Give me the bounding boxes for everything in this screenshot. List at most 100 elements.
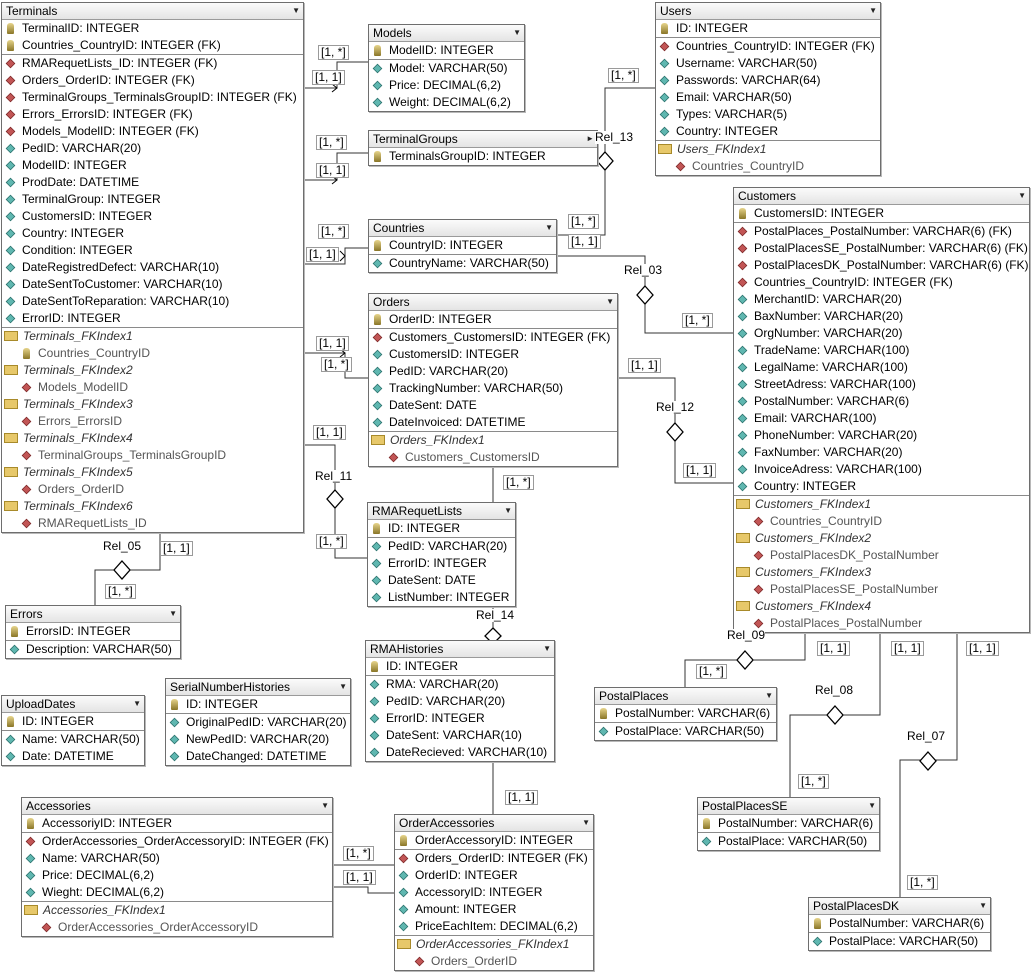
column-row[interactable]: Orders_OrderID: INTEGER (FK) [395,850,593,867]
column-row[interactable]: ID: INTEGER [656,20,880,37]
column-row[interactable]: Errors_ErrorsID: INTEGER (FK) [2,106,303,123]
index-row[interactable]: Accessories_FKIndex1 [22,902,332,919]
column-row[interactable]: Country: INTEGER [734,478,1029,495]
dropdown-arrow-icon[interactable]: ▼ [292,6,300,15]
column-row[interactable]: FaxNumber: VARCHAR(20) [734,444,1029,461]
column-row[interactable]: RMA: VARCHAR(20) [366,676,554,693]
column-row[interactable]: TrackingNumber: VARCHAR(50) [369,380,617,397]
table-terminalgroups[interactable]: TerminalGroups►TerminalsGroupID: INTEGER [368,130,598,166]
column-row[interactable]: DateChanged: DATETIME [166,748,350,765]
table-header[interactable]: Terminals▼ [2,3,303,20]
index-row[interactable]: Customers_FKIndex1 [734,496,1029,513]
column-row[interactable]: PedID: VARCHAR(20) [368,538,515,555]
column-row[interactable]: Model: VARCHAR(50) [369,60,524,77]
column-row[interactable]: PostalNumber: VARCHAR(6) [809,915,990,932]
column-row[interactable]: RMARequetLists_ID: INTEGER (FK) [2,55,303,72]
column-row[interactable]: StreetAdress: VARCHAR(100) [734,376,1029,393]
column-row[interactable]: ModelID: INTEGER [2,157,303,174]
column-row[interactable]: Name: VARCHAR(50) [22,850,332,867]
column-row[interactable]: ID: INTEGER [2,713,144,730]
column-row[interactable]: Countries_CountryID: INTEGER (FK) [2,37,303,54]
table-header[interactable]: PostalPlaces▼ [595,688,776,705]
table-header[interactable]: UploadDates▼ [2,696,144,713]
column-row[interactable]: TradeName: VARCHAR(100) [734,342,1029,359]
column-row[interactable]: DateRecieved: VARCHAR(10) [366,744,554,761]
column-row[interactable]: DateInvoiced: DATETIME [369,414,617,431]
column-row[interactable]: CustomersID: INTEGER [734,205,1029,222]
dropdown-arrow-icon[interactable]: ▼ [169,609,177,618]
column-row[interactable]: OrgNumber: VARCHAR(20) [734,325,1029,342]
table-header[interactable]: RMARequetLists▼ [368,503,515,520]
column-row[interactable]: Country: INTEGER [656,123,880,140]
table-postalplacesse[interactable]: PostalPlacesSE▼PostalNumber: VARCHAR(6)P… [697,797,880,851]
dropdown-arrow-icon[interactable]: ▼ [504,506,512,515]
column-row[interactable]: ErrorsID: INTEGER [6,623,180,640]
table-header[interactable]: Users▼ [656,3,880,20]
column-row[interactable]: Models_ModelID: INTEGER (FK) [2,123,303,140]
column-row[interactable]: PriceEachItem: DECIMAL(6,2) [395,918,593,935]
column-row[interactable]: Email: VARCHAR(50) [656,89,880,106]
table-header[interactable]: PostalPlacesDK▼ [809,898,990,915]
column-row[interactable]: ID: INTEGER [368,520,515,537]
column-row[interactable]: Customers_CustomersID: INTEGER (FK) [369,329,617,346]
column-row[interactable]: Country: INTEGER [2,225,303,242]
column-row[interactable]: PedID: VARCHAR(20) [369,363,617,380]
column-row[interactable]: Name: VARCHAR(50) [2,731,144,748]
column-row[interactable]: ID: INTEGER [366,658,554,675]
column-row[interactable]: PostalPlacesDK_PostalNumber: VARCHAR(6) … [734,257,1029,274]
dropdown-arrow-icon[interactable]: ▼ [582,818,590,827]
column-row[interactable]: DateSentToCustomer: VARCHAR(10) [2,276,303,293]
column-row[interactable]: Email: VARCHAR(100) [734,410,1029,427]
dropdown-arrow-icon[interactable]: ▼ [133,699,141,708]
index-row[interactable]: OrderAccessories_FKIndex1 [395,936,593,953]
column-row[interactable]: TerminalsGroupID: INTEGER [369,148,597,165]
column-row[interactable]: Username: VARCHAR(50) [656,55,880,72]
column-row[interactable]: PedID: VARCHAR(20) [366,693,554,710]
dropdown-arrow-icon[interactable]: ▼ [321,801,329,810]
column-row[interactable]: PedID: VARCHAR(20) [2,140,303,157]
column-row[interactable]: CountryID: INTEGER [369,237,556,254]
table-header[interactable]: PostalPlacesSE▼ [698,798,879,815]
dropdown-arrow-icon[interactable]: ▼ [1018,191,1026,200]
column-row[interactable]: ProdDate: DATETIME [2,174,303,191]
index-row[interactable]: Users_FKIndex1 [656,141,880,158]
column-row[interactable]: Wieght: DECIMAL(6,2) [22,884,332,901]
table-header[interactable]: Accessories▼ [22,798,332,815]
column-row[interactable]: ErrorID: INTEGER [366,710,554,727]
index-row[interactable]: Customers_FKIndex2 [734,530,1029,547]
dropdown-arrow-icon[interactable]: ▼ [606,297,614,306]
column-row[interactable]: LegalName: VARCHAR(100) [734,359,1029,376]
table-header[interactable]: OrderAccessories▼ [395,815,593,832]
column-row[interactable]: Countries_CountryID: INTEGER (FK) [734,274,1029,291]
column-row[interactable]: PostalNumber: VARCHAR(6) [595,705,776,722]
column-row[interactable]: AccessoriyID: INTEGER [22,815,332,832]
column-row[interactable]: DateSent: DATE [368,572,515,589]
table-postalplacesdk[interactable]: PostalPlacesDK▼PostalNumber: VARCHAR(6)P… [808,897,991,951]
column-row[interactable]: OrderID: INTEGER [395,867,593,884]
dropdown-arrow-icon[interactable]: ▼ [869,6,877,15]
column-row[interactable]: Condition: INTEGER [2,242,303,259]
column-row[interactable]: Amount: INTEGER [395,901,593,918]
column-row[interactable]: Countries_CountryID: INTEGER (FK) [656,38,880,55]
column-row[interactable]: ErrorID: INTEGER [2,310,303,327]
table-header[interactable]: Models▼ [369,25,524,42]
table-header[interactable]: Customers▼ [734,188,1029,205]
column-row[interactable]: PostalPlaces_PostalNumber: VARCHAR(6) (F… [734,223,1029,240]
column-row[interactable]: PostalPlacesSE_PostalNumber: VARCHAR(6) … [734,240,1029,257]
column-row[interactable]: DateSent: VARCHAR(10) [366,727,554,744]
index-row[interactable]: Terminals_FKIndex5 [2,464,303,481]
index-row[interactable]: Terminals_FKIndex1 [2,328,303,345]
column-row[interactable]: ModelID: INTEGER [369,42,524,59]
column-row[interactable]: NewPedID: VARCHAR(20) [166,731,350,748]
dropdown-arrow-icon[interactable]: ▼ [513,28,521,37]
index-row[interactable]: Orders_FKIndex1 [369,432,617,449]
column-row[interactable]: PostalNumber: VARCHAR(6) [698,815,879,832]
